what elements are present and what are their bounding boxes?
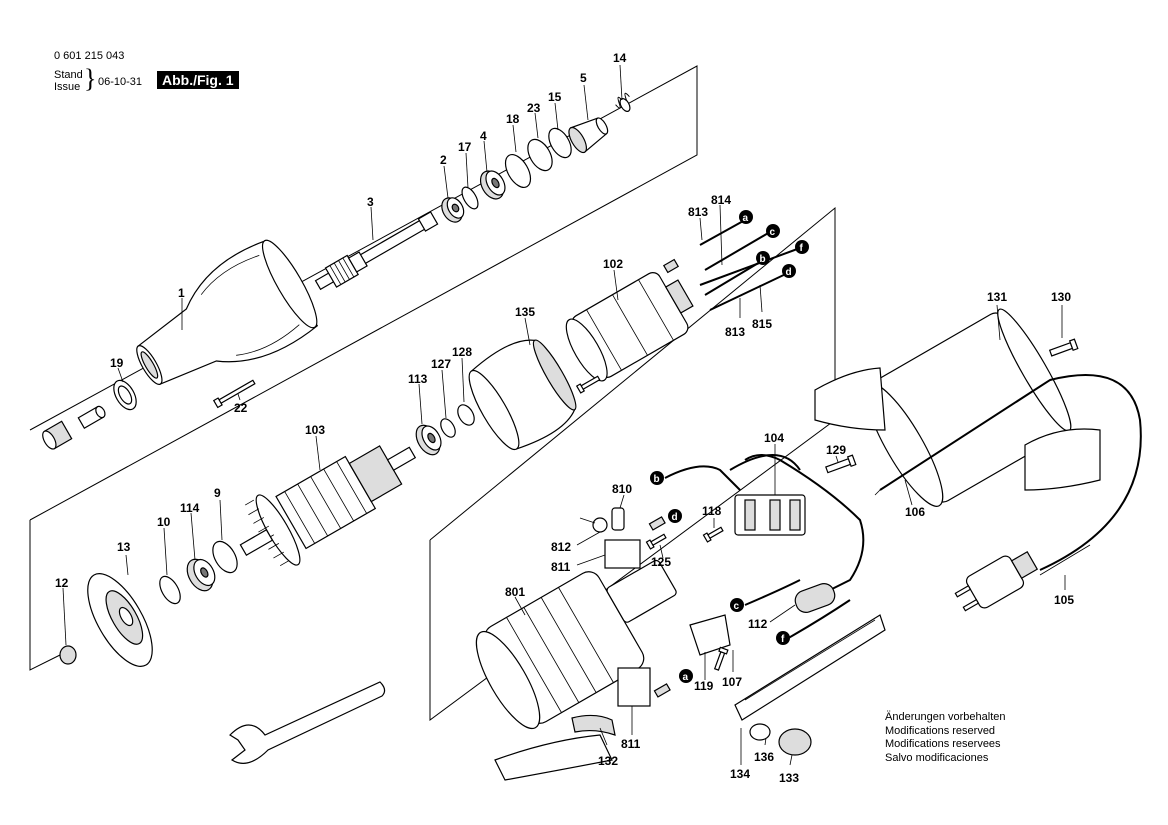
part-label: 135: [515, 305, 535, 319]
part-label: 812: [551, 540, 571, 554]
part-label: 12: [55, 576, 69, 590]
wire-marker-label: d: [672, 512, 678, 523]
part-label: 133: [779, 771, 799, 785]
wire-marker: [795, 240, 809, 254]
part-label: 104: [764, 431, 784, 445]
wire-marker: [776, 631, 790, 645]
part-label: 815: [752, 317, 772, 331]
part-label: 814: [711, 193, 731, 207]
wire-marker: [756, 251, 770, 265]
part-label: 107: [722, 675, 742, 689]
part-label: 130: [1051, 290, 1071, 304]
part-label: 127: [431, 357, 451, 371]
wire-marker-label: a: [743, 213, 749, 224]
part-label: 9: [214, 486, 221, 500]
brace-symbol: }: [84, 64, 97, 93]
part-label: 1: [178, 286, 185, 300]
part-label: 136: [754, 750, 774, 764]
part-label: 128: [452, 345, 472, 359]
part-label: 134: [730, 767, 750, 781]
part-label: 22: [234, 401, 248, 415]
part-label: 103: [305, 423, 325, 437]
leader-lines: [62, 64, 1091, 766]
wire-marker: [730, 598, 744, 612]
part-label: 811: [551, 560, 571, 574]
note-line: Änderungen vorbehalten: [885, 711, 1006, 723]
part-label: 2: [440, 153, 447, 167]
part-label: 105: [1054, 593, 1074, 607]
note-line: Modifications reservees: [885, 738, 1001, 750]
part-label: 811: [621, 737, 641, 751]
wire-leads: [662, 219, 801, 311]
part-label: 106: [905, 505, 925, 519]
part-label: 801: [505, 585, 525, 599]
part-label: 129: [826, 443, 846, 457]
part-label: 14: [613, 51, 627, 65]
wire-markers: a c f b d b d c f a: [650, 210, 809, 683]
part-label: 18: [506, 112, 520, 126]
wire-marker-label: b: [654, 474, 660, 485]
motor-housing-group: [814, 308, 1142, 612]
part-label: 15: [548, 90, 562, 104]
wire-marker: [668, 509, 682, 523]
wire-marker-label: c: [734, 601, 740, 612]
note-line: Salvo modificaciones: [885, 751, 989, 764]
part-label: 119: [694, 679, 714, 693]
wire-marker-label: f: [781, 634, 785, 645]
part-label: 112: [748, 617, 768, 631]
wire-marker: [782, 264, 796, 278]
part-label: 810: [612, 482, 632, 496]
figure-badge: Abb./Fig. 1: [157, 71, 239, 89]
spindle-group: [42, 92, 631, 450]
modification-notes: Änderungen vorbehalten Modifications res…: [885, 711, 1005, 765]
part-label: 23: [527, 101, 541, 115]
wire-marker: [766, 224, 780, 238]
part-label: 114: [180, 501, 200, 515]
part-label: 5: [580, 71, 587, 85]
lower-housing-group: [475, 559, 886, 781]
part-label: 118: [702, 504, 722, 518]
wire-marker: [679, 669, 693, 683]
wire-marker-label: a: [683, 672, 689, 683]
wire-marker: [650, 471, 664, 485]
part-label: 10: [157, 515, 171, 529]
stand-issue-label: Stand Issue: [54, 69, 83, 93]
part-label: 813: [725, 325, 745, 339]
note-line: Modifications reserved: [885, 724, 996, 737]
part-labels: 14 5 15 23 18 4 17 2 3 1 19 22 813 814 1…: [55, 51, 1074, 785]
wire-marker-label: b: [760, 254, 766, 265]
part-label: 113: [408, 372, 428, 386]
part-label: 102: [603, 257, 623, 271]
wire-marker-label: c: [770, 227, 776, 238]
switch-group: [579, 454, 865, 698]
part-label: 125: [651, 555, 671, 569]
motor-group: [59, 272, 694, 764]
document-number: 0 601 215 043: [54, 50, 125, 62]
part-label: 19: [110, 356, 124, 370]
part-label: 3: [367, 195, 374, 209]
part-label: 131: [987, 290, 1007, 304]
part-label: 813: [688, 205, 708, 219]
wire-marker-label: d: [786, 267, 792, 278]
part-label: 132: [598, 754, 618, 768]
part-label: 13: [117, 540, 131, 554]
part-label: 4: [480, 129, 487, 143]
issue-date: 06-10-31: [98, 76, 143, 88]
part-label: 17: [458, 140, 472, 154]
wire-marker: [739, 210, 753, 224]
wire-marker-label: f: [800, 243, 804, 254]
